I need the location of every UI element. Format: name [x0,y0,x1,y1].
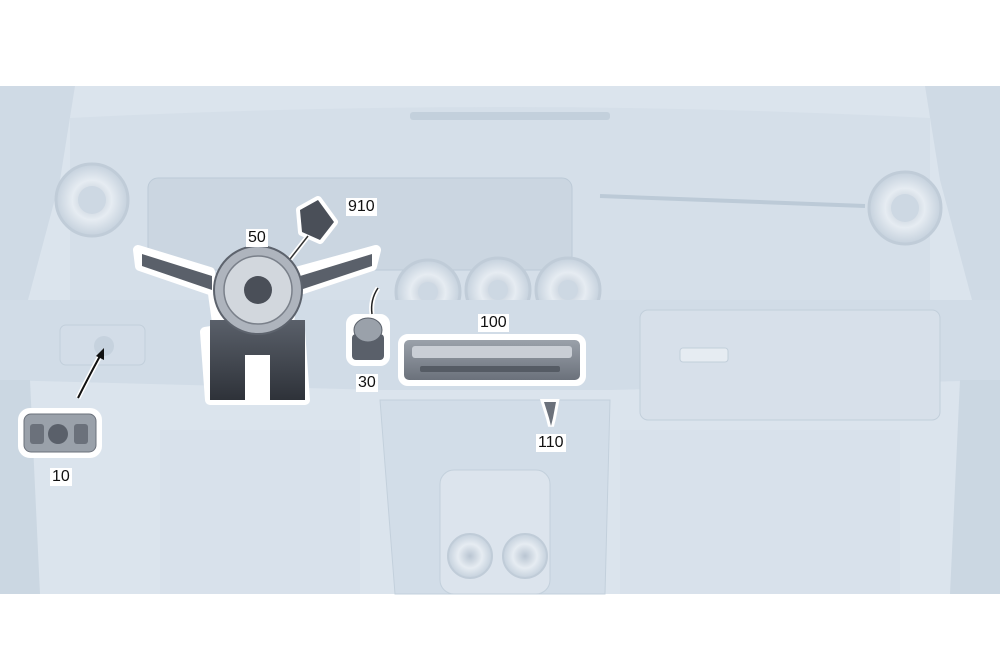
part-30-knob [353,317,383,343]
callout-10: 10 [50,468,72,486]
part-100-strip [412,346,572,358]
right-stalk [300,254,372,290]
glovebox-handle [679,347,729,363]
part-30-switch [346,286,390,366]
defroster-slot [410,112,610,120]
part-10-arrow [77,355,101,399]
part-10-button-right [74,424,88,444]
part-110-body [544,402,556,426]
left-outer-vent-center [78,186,106,214]
center-vent-3-hub [558,280,578,300]
callout-50: 50 [246,229,268,247]
center-vent-2-hub [488,280,508,300]
part-110-clip [539,399,560,427]
right-outer-vent-center [891,194,919,222]
callout-30: 30 [356,374,378,392]
callout-100: 100 [478,314,509,332]
rear-vent-right [502,533,548,579]
part-100-control-panel [398,334,586,386]
part-10-arrowhead [96,348,104,360]
rear-vent-left [447,533,493,579]
glovebox [639,309,941,421]
left-pillar [0,86,75,340]
part-30-base [352,334,384,360]
part-100-buttons [420,366,560,372]
right-pillar [925,86,1000,340]
part-10-light-switch [18,348,104,458]
column-housing [210,320,305,400]
callout-110: 110 [536,434,566,452]
callout-910: 910 [346,198,377,216]
driver-footwell [160,430,360,594]
right-door [950,380,1000,594]
part-30-lead [370,287,379,315]
part-10-knob [48,424,68,444]
dash-trim-line [599,194,866,208]
clock-spring-hub [244,276,272,304]
passenger-footwell [620,430,900,594]
part-10-button-left [30,424,44,444]
part-910-body [300,200,334,240]
part-50-column-switch [133,245,381,405]
center-vent-1-hub [418,282,438,302]
left-stalk [142,254,212,290]
left-switch-knob [94,336,114,356]
